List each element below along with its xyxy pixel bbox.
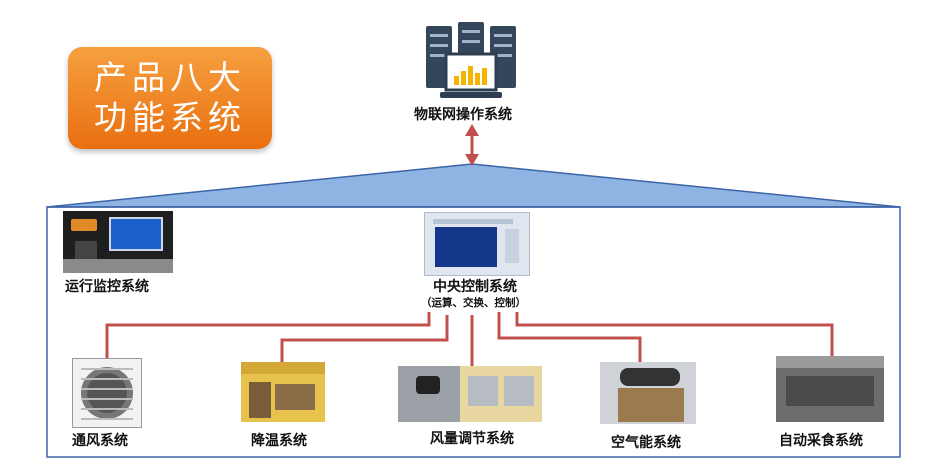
subsystem-label-air-energy: 空气能系统 bbox=[611, 435, 681, 451]
cooling-pad-icon bbox=[241, 362, 325, 422]
connector-air-energy bbox=[497, 312, 642, 362]
exhaust-fan-icon bbox=[72, 358, 142, 428]
center-node-label: 中央控制系统 bbox=[433, 279, 517, 295]
connector-feeding bbox=[515, 312, 834, 356]
badge-line-2: 功能系统 bbox=[94, 98, 246, 137]
branch-connectors bbox=[105, 312, 834, 366]
subsystem-label-feeding: 自动采食系统 bbox=[779, 433, 863, 449]
center-node-sublabel: （运算、交换、控制） bbox=[421, 297, 526, 309]
monitor-node-label: 运行监控系统 bbox=[65, 279, 149, 295]
roof-triangle bbox=[46, 163, 901, 208]
top-node-label: 物联网操作系统 bbox=[414, 107, 512, 123]
feeder-icon bbox=[776, 356, 884, 422]
arrow-head-down bbox=[465, 154, 479, 166]
heat-pump-icon bbox=[600, 362, 696, 424]
control-panel-icon bbox=[424, 212, 530, 276]
connector-ventilation bbox=[105, 312, 431, 358]
badge-line-1: 产品八大 bbox=[94, 58, 246, 97]
subsystem-label-ventilation: 通风系统 bbox=[72, 433, 128, 449]
subsystem-label-air-volume: 风量调节系统 bbox=[430, 431, 514, 447]
connector-cooling bbox=[280, 315, 449, 362]
system-frame bbox=[46, 206, 901, 458]
server-monitor-icon bbox=[426, 22, 516, 98]
air-inlet-icon bbox=[398, 366, 542, 422]
subsystem-label-cooling: 降温系统 bbox=[251, 433, 307, 449]
monitor-panel-icon bbox=[63, 211, 173, 273]
title-badge: 产品八大 功能系统 bbox=[68, 47, 272, 149]
arrow-head-up bbox=[465, 124, 479, 136]
